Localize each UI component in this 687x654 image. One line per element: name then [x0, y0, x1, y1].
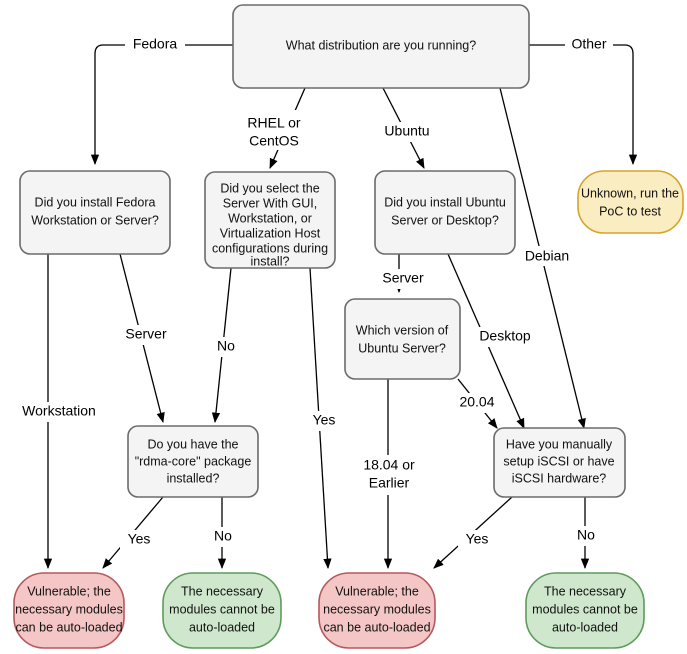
node-fedora-line-0: Did you install Fedora — [35, 195, 156, 209]
node-safe1-line-0: The necessary — [181, 584, 264, 598]
node-rhel-line-0: Did you select the — [220, 181, 319, 195]
edge-label-ubuntu-server: Server — [382, 270, 424, 286]
edge-label-ubuntu: Ubuntu — [384, 123, 429, 139]
edge-label-iscsi-no: No — [577, 527, 595, 543]
node-fedora-question[interactable]: Did you install Fedora Workstation or Se… — [19, 170, 171, 255]
edge-root-other — [529, 44, 638, 166]
node-vuln1-line-1: necessary modules — [15, 602, 123, 616]
node-unknown-terminal[interactable]: Unknown, run the PoC to test — [577, 170, 684, 234]
node-iscsi-line-1: setup iSCSI or have — [503, 454, 614, 468]
edge-label-rhel-centos-line1: RHEL or — [247, 115, 301, 131]
node-safe2-line-0: The necessary — [544, 584, 627, 598]
node-safe2-line-1: modules cannot be — [532, 602, 638, 616]
edge-label-version-1804-line2: Earlier — [369, 475, 410, 491]
edge-label-rdma-yes: Yes — [128, 531, 151, 547]
node-unknown-line-1: PoC to test — [599, 204, 661, 218]
edge-label-ubuntu-desktop: Desktop — [479, 328, 531, 344]
edge-label-rhel-centos-line2: CentOS — [249, 133, 299, 149]
edge-label-fedora: Fedora — [133, 36, 178, 52]
node-fedora-line-1: Workstation or Server? — [31, 213, 159, 227]
node-safe-2[interactable]: The necessary modules cannot be auto-loa… — [525, 572, 645, 649]
node-ubuntu-line-0: Did you install Ubuntu — [384, 195, 506, 209]
node-rhel-line-4: configurations during — [212, 241, 328, 255]
node-vulnerable-1[interactable]: Vulnerable; the necessary modules can be… — [13, 572, 125, 649]
node-rhel-line-5: install? — [251, 254, 290, 268]
node-rdma-line-0: Do you have the — [147, 437, 238, 451]
node-safe-1[interactable]: The necessary modules cannot be auto-loa… — [162, 572, 282, 649]
edge-label-iscsi-yes: Yes — [466, 531, 489, 547]
node-version-line-1: Ubuntu Server? — [358, 341, 446, 355]
edge-label-other: Other — [571, 36, 606, 52]
node-rdma-line-2: installed? — [167, 471, 220, 485]
node-safe1-line-2: auto-loaded — [189, 620, 255, 634]
edge-label-rdma-no: No — [214, 528, 232, 544]
edge-label-rhel-yes: Yes — [313, 412, 336, 428]
node-version-line-0: Which version of — [356, 323, 449, 337]
edge-label-rhel-no: No — [217, 338, 235, 354]
node-vuln1-line-0: Vulnerable; the — [27, 584, 111, 598]
node-ubuntu-line-1: Server or Desktop? — [391, 213, 499, 227]
nodes-layer: What distribution are you running? Did y… — [13, 4, 684, 649]
node-vuln1-line-2: can be auto-loaded — [15, 620, 122, 634]
edge-label-version-2004: 20.04 — [459, 394, 494, 410]
node-iscsi-line-0: Have you manually — [506, 437, 613, 451]
node-ubuntu-question[interactable]: Did you install Ubuntu Server or Desktop… — [374, 170, 516, 255]
node-rhel-line-2: Workstation, or — [228, 211, 312, 225]
edge-label-version-1804-line1: 18.04 or — [363, 457, 415, 473]
node-iscsi-line-2: iSCSI hardware? — [512, 471, 607, 485]
node-vuln2-line-2: can be auto-loaded — [323, 620, 430, 634]
edge-label-server-fedora: Server — [125, 326, 167, 342]
node-rdma-question[interactable]: Do you have the "rdma-core" package inst… — [127, 425, 259, 498]
node-root[interactable]: What distribution are you running? — [232, 4, 530, 89]
node-safe2-line-2: auto-loaded — [552, 620, 618, 634]
node-rhel-line-1: Server With GUI, — [223, 196, 317, 210]
node-ubuntu-version-question[interactable]: Which version of Ubuntu Server? — [344, 298, 461, 380]
node-vuln2-line-0: Vulnerable; the — [335, 584, 419, 598]
node-vuln2-line-1: necessary modules — [323, 602, 431, 616]
node-vulnerable-2[interactable]: Vulnerable; the necessary modules can be… — [318, 572, 436, 649]
edge-label-workstation: Workstation — [22, 403, 96, 419]
edge-labels-layer: Fedora RHEL or CentOS Ubuntu Other Debia… — [16, 34, 613, 550]
node-unknown-line-0: Unknown, run the — [581, 186, 679, 200]
node-rhel-line-3: Virtualization Host — [220, 226, 321, 240]
edge-label-debian: Debian — [525, 248, 569, 264]
node-rhel-question[interactable]: Did you select the Server With GUI, Work… — [204, 171, 336, 269]
node-safe1-line-1: modules cannot be — [169, 602, 275, 616]
edge-root-fedora — [90, 44, 233, 166]
node-rdma-line-1: "rdma-core" package — [135, 454, 252, 468]
node-iscsi-question[interactable]: Have you manually setup iSCSI or have iS… — [493, 427, 626, 498]
node-root-line-0: What distribution are you running? — [286, 38, 476, 52]
